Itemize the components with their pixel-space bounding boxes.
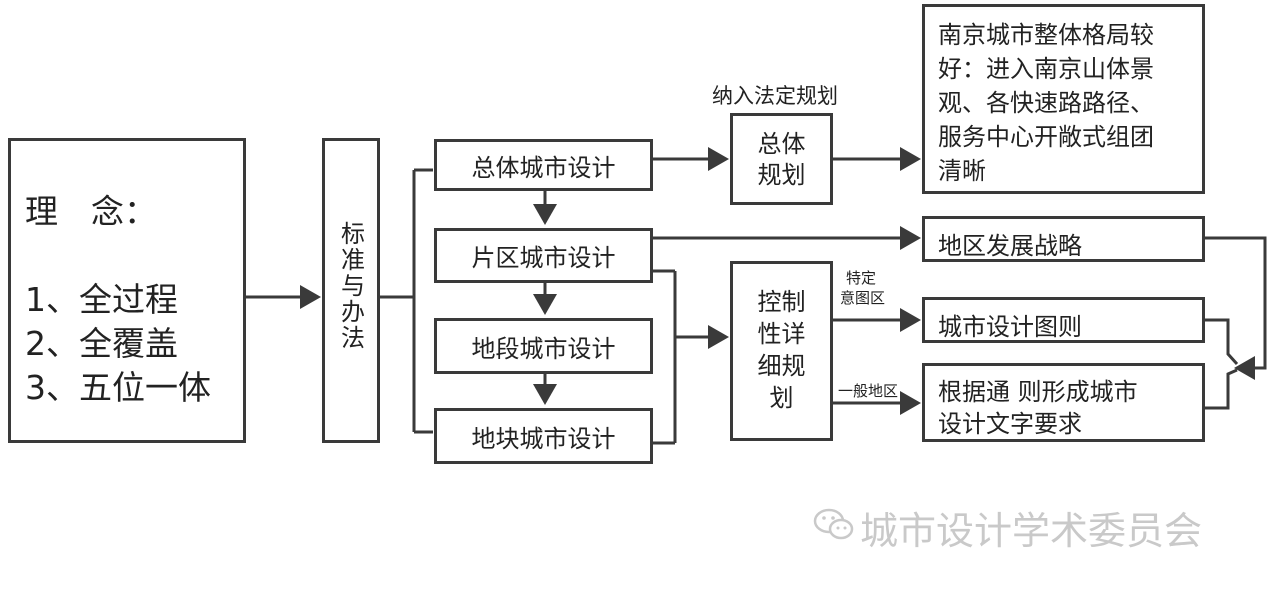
general-urban-design-box: 总体城市设计 bbox=[434, 139, 653, 191]
general-plan-label-bottom: 规划 bbox=[757, 161, 806, 189]
block-urban-design-label: 地块城市设计 bbox=[471, 424, 616, 453]
text-requirements-box: 根据通 则形成城市 设计文字要求 bbox=[922, 363, 1205, 442]
regulatory-plan-line-3: 细规 bbox=[757, 352, 806, 380]
nanjing-line-1: 南京城市整体格局较 bbox=[938, 21, 1154, 49]
nanjing-line-3: 观、各快速路路径、 bbox=[938, 89, 1154, 117]
regulatory-plan-box: 控制 性详 细规 划 bbox=[730, 261, 833, 441]
design-guidelines-label: 城市设计图则 bbox=[938, 313, 1082, 341]
general-area-label: 一般地区 bbox=[838, 382, 899, 400]
regulatory-plan-line-2: 性详 bbox=[757, 320, 806, 348]
section-urban-design-label: 地段城市设计 bbox=[471, 334, 616, 363]
design-guidelines-box: 城市设计图则 bbox=[922, 297, 1205, 343]
nanjing-line-5: 清晰 bbox=[938, 157, 986, 185]
text-requirements-line-2: 设计文字要求 bbox=[938, 410, 1082, 438]
special-area-label-line2: 意图区 bbox=[840, 289, 886, 307]
general-plan-box: 总体 规划 bbox=[730, 113, 833, 205]
development-strategy-label: 地区发展战略 bbox=[938, 232, 1082, 260]
concept-box: 理 念： 1、全过程 2、全覆盖 3、五位一体 bbox=[8, 138, 246, 443]
development-strategy-box: 地区发展战略 bbox=[922, 216, 1205, 262]
district-urban-design-box: 片区城市设计 bbox=[434, 228, 653, 283]
concept-title: 理 念： bbox=[25, 192, 157, 231]
general-plan-label-top: 总体 bbox=[757, 130, 806, 158]
general-urban-design-label: 总体城市设计 bbox=[471, 153, 616, 182]
text-requirements-line-1: 根据通 则形成城市 bbox=[938, 378, 1138, 406]
regulatory-plan-line-4: 划 bbox=[769, 384, 794, 412]
nanjing-line-4: 服务中心开敞式组团 bbox=[938, 123, 1154, 151]
concept-item-2: 2、全覆盖 bbox=[25, 324, 178, 363]
statutory-plan-note: 纳入法定规划 bbox=[712, 84, 838, 108]
nanjing-outcome-box: 南京城市整体格局较 好：进入南京山体景 观、各快速路路径、 服务中心开敞式组团 … bbox=[922, 4, 1205, 194]
concept-item-3: 3、五位一体 bbox=[25, 368, 211, 407]
concept-item-1: 1、全过程 bbox=[25, 280, 178, 319]
watermark-text: 城市设计学术委员会 bbox=[860, 509, 1203, 553]
special-area-label-line1: 特定 bbox=[846, 269, 877, 287]
nanjing-line-2: 好：进入南京山体景 bbox=[938, 55, 1154, 83]
standards-label: 标准与办法 bbox=[336, 221, 365, 351]
district-urban-design-label: 片区城市设计 bbox=[471, 244, 616, 272]
standards-box: 标准与办法 bbox=[322, 138, 380, 443]
wechat-icon bbox=[813, 508, 854, 540]
section-urban-design-box: 地段城市设计 bbox=[434, 318, 653, 374]
block-urban-design-box: 地块城市设计 bbox=[434, 408, 653, 464]
regulatory-plan-line-1: 控制 bbox=[757, 288, 806, 316]
